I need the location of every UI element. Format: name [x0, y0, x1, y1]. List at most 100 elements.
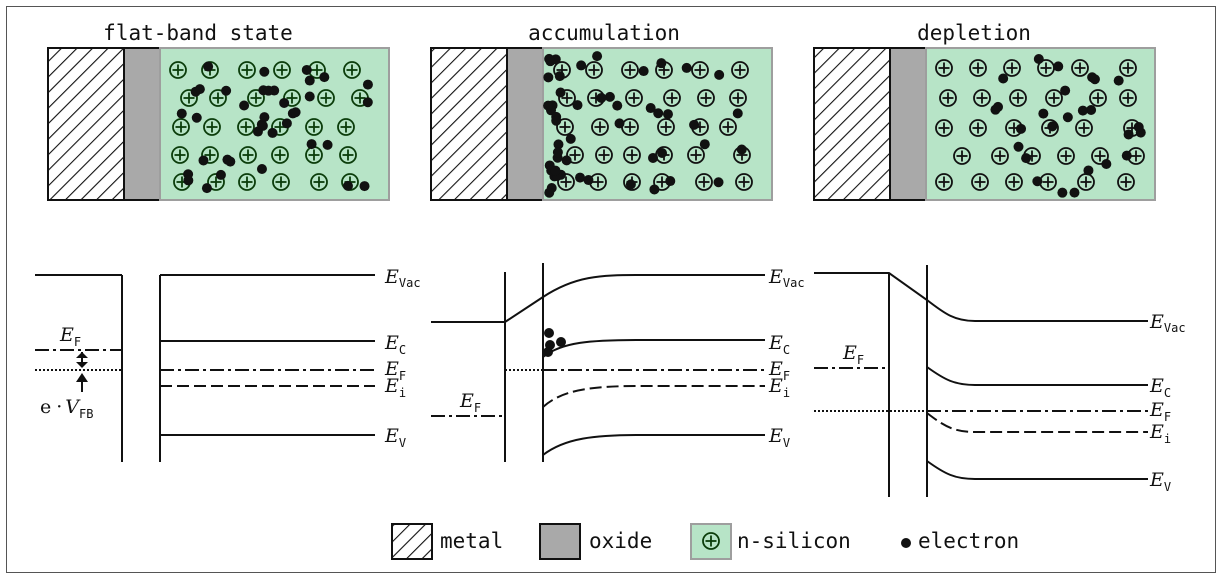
electron: [1134, 122, 1144, 132]
label-e-v: EV: [768, 425, 790, 450]
electron: [177, 109, 187, 119]
electron: [657, 148, 667, 158]
band-diagram-depletion: EVac EC EF Ei EV EF: [814, 265, 1186, 497]
electron: [1053, 61, 1063, 71]
electron: [551, 166, 561, 176]
legend-metal-swatch: [392, 524, 432, 559]
metal-layer: [431, 48, 507, 200]
device-accumulation: [431, 48, 772, 200]
band-diagram-flatband: EVac EC EF Ei EV EF e·VFB: [35, 266, 421, 462]
conduction-band: [927, 367, 1148, 385]
electron: [543, 347, 553, 357]
electron: [551, 116, 561, 126]
oxide-layer: [124, 48, 160, 200]
electron: [714, 177, 724, 187]
intrinsic-level: [927, 413, 1148, 432]
oxide-layer: [890, 48, 926, 200]
label-e-v: EV: [1149, 469, 1171, 494]
electron: [646, 103, 656, 113]
electron: [259, 67, 269, 77]
electron: [1090, 74, 1100, 84]
electron: [575, 173, 585, 183]
electron: [656, 58, 666, 68]
electron: [239, 101, 249, 111]
electron: [1122, 151, 1132, 161]
electron: [639, 66, 649, 76]
electron: [1060, 86, 1070, 96]
conduction-band: [543, 340, 765, 357]
label-e-c: EC: [384, 332, 406, 357]
electron: [663, 109, 673, 119]
valence-band: [543, 435, 765, 455]
electron: [612, 101, 622, 111]
electron: [556, 337, 566, 347]
electron: [990, 105, 1000, 115]
electron: [615, 118, 625, 128]
electron: [203, 62, 213, 72]
electron: [183, 175, 193, 185]
electron: [259, 112, 269, 122]
electron: [1083, 165, 1093, 175]
label-e-v: EV: [384, 425, 406, 450]
electron: [665, 176, 675, 186]
vacuum-level: [431, 275, 765, 322]
electron: [263, 86, 273, 96]
electron: [216, 170, 226, 180]
electron: [192, 113, 202, 123]
electron: [291, 107, 301, 117]
electron: [648, 153, 658, 163]
legend: metal oxide n-silicon electron: [392, 524, 1019, 559]
electron: [195, 84, 205, 94]
electron: [305, 92, 315, 102]
arrow-head-icon: [76, 352, 88, 358]
electron: [649, 184, 659, 194]
electron: [1114, 76, 1124, 86]
panel-title-accumulation: accumulation: [528, 21, 680, 45]
label-metal-e-f: EF: [842, 342, 864, 367]
panel-title-flatband: flat-band state: [103, 21, 293, 45]
vacuum-level: [814, 273, 1148, 321]
electron: [566, 134, 576, 144]
intrinsic-level: [543, 386, 765, 407]
metal-layer: [48, 48, 124, 200]
electron: [307, 139, 317, 149]
electron: [626, 179, 636, 189]
electron: [1057, 188, 1067, 198]
electron: [998, 74, 1008, 84]
label-e-vac: EVac: [768, 266, 805, 290]
electron: [562, 155, 572, 165]
electron: [1032, 176, 1042, 186]
legend-silicon-label: n-silicon: [737, 529, 851, 553]
electron: [305, 76, 315, 86]
label-e-vac: EVac: [1149, 311, 1186, 335]
arrow-head-icon: [76, 362, 88, 368]
electron: [1034, 54, 1044, 64]
electron: [689, 120, 699, 130]
electron: [737, 145, 747, 155]
electron: [282, 118, 292, 128]
electron: [555, 71, 565, 81]
electron: [257, 164, 267, 174]
electron: [544, 328, 554, 338]
label-metal-e-f: EF: [59, 324, 81, 349]
electron: [605, 92, 615, 102]
electron: [733, 108, 743, 118]
legend-electron-label: electron: [918, 529, 1019, 553]
electron: [572, 100, 582, 110]
electron: [553, 147, 563, 157]
electron: [1069, 188, 1079, 198]
electron-icon: [901, 538, 911, 548]
electron: [198, 155, 208, 165]
electron: [556, 87, 566, 97]
electron: [1124, 129, 1134, 139]
metal-layer: [814, 48, 890, 200]
legend-oxide-swatch: [540, 524, 580, 559]
label-e-c: EC: [768, 332, 790, 357]
label-metal-e-f: EF: [459, 390, 481, 415]
arrow-head-icon: [76, 373, 88, 382]
label-e-vfb: e·VFB: [40, 396, 93, 421]
electron: [343, 181, 353, 191]
electron: [319, 72, 329, 82]
electron: [544, 54, 554, 64]
